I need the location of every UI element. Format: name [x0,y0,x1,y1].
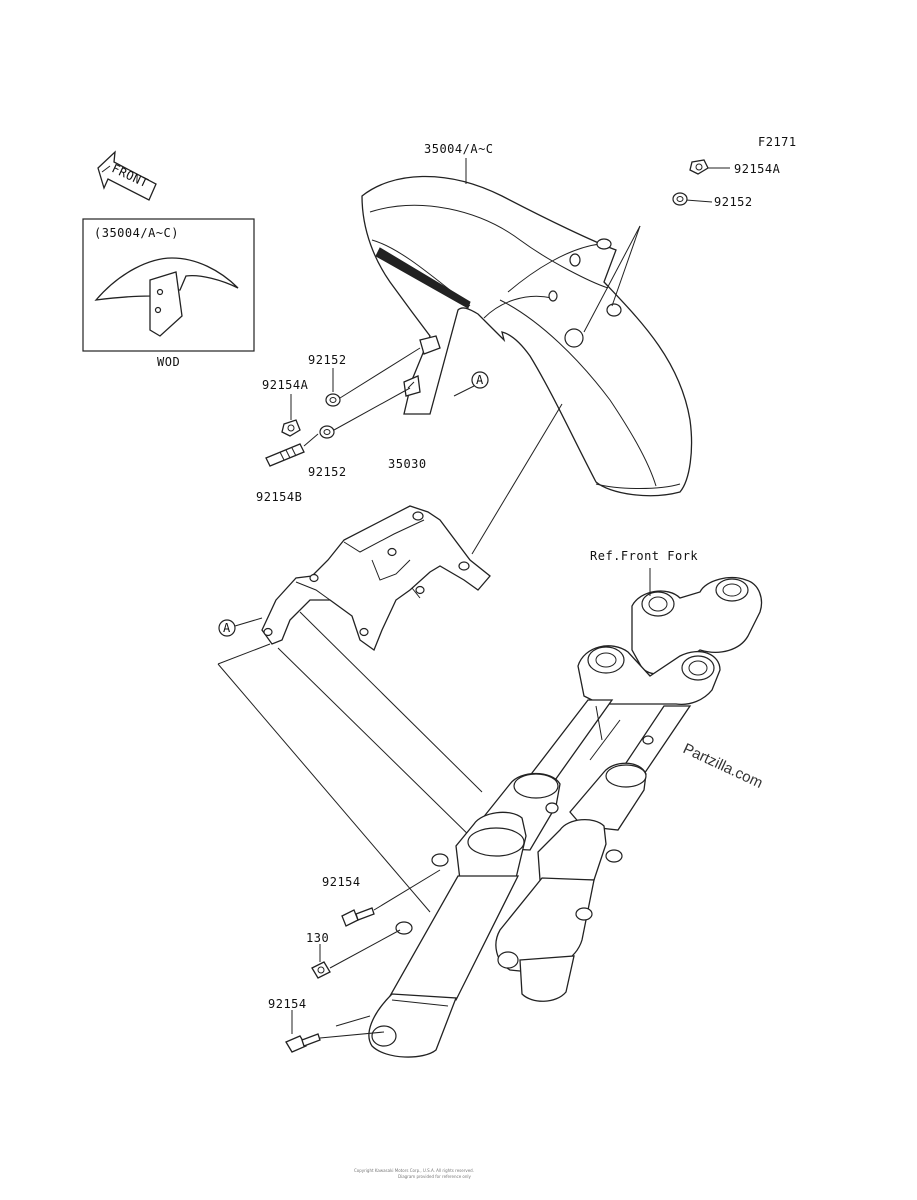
footer-line-2: Diagram provided for reference only [398,1174,472,1179]
footer-line-1: Copyright Kawasaki Motors Corp., U.S.A. … [354,1168,474,1173]
bolt-130-icon [311,961,331,979]
callout-marker-a-lower: A [218,619,236,637]
washer-top-icon [672,192,688,206]
washer-left-upper-icon [325,393,341,407]
label-washer-top: 92152 [714,195,753,209]
svg-text:A: A [223,621,231,635]
washer-left-lower-icon [319,425,335,439]
bolt-top-icon [689,159,709,175]
bolt-fork-lower-icon [285,1033,321,1053]
front-fork [368,577,763,1058]
callout-marker-a-upper: A [471,371,489,389]
front-fender [361,175,693,497]
bolt-fork-upper-icon [341,907,375,927]
label-fender: 35004/A~C [424,142,494,156]
bolt-left-icon [281,419,301,437]
label-bolt-fork-lower: 92154 [268,997,307,1011]
front-arrow-icon: FRONT [97,150,157,201]
inset-fender-drawing [94,257,239,337]
inset-box: (35004/A~C) WOD [82,218,255,369]
label-bolt-left: 92154A [262,378,309,392]
label-bolt-fork-upper: 92154 [322,875,361,889]
stud-icon [265,443,305,467]
label-ref-fork: Ref.Front Fork [590,549,698,563]
inset-caption: WOD [157,355,180,369]
label-washer-left-upper: 92152 [308,353,347,367]
label-stud: 92154B [256,490,302,504]
figure-code: F2171 [758,135,797,149]
svg-text:A: A [476,373,484,387]
label-bracket: 35030 [388,457,427,471]
fender-bracket [261,505,491,652]
inset-title: (35004/A~C) [94,226,179,240]
label-bolt-top: 92154A [734,162,781,176]
label-washer-left-lower: 92152 [308,465,347,479]
watermark: Partzilla.com [680,740,765,792]
label-bolt-130: 130 [306,931,329,945]
